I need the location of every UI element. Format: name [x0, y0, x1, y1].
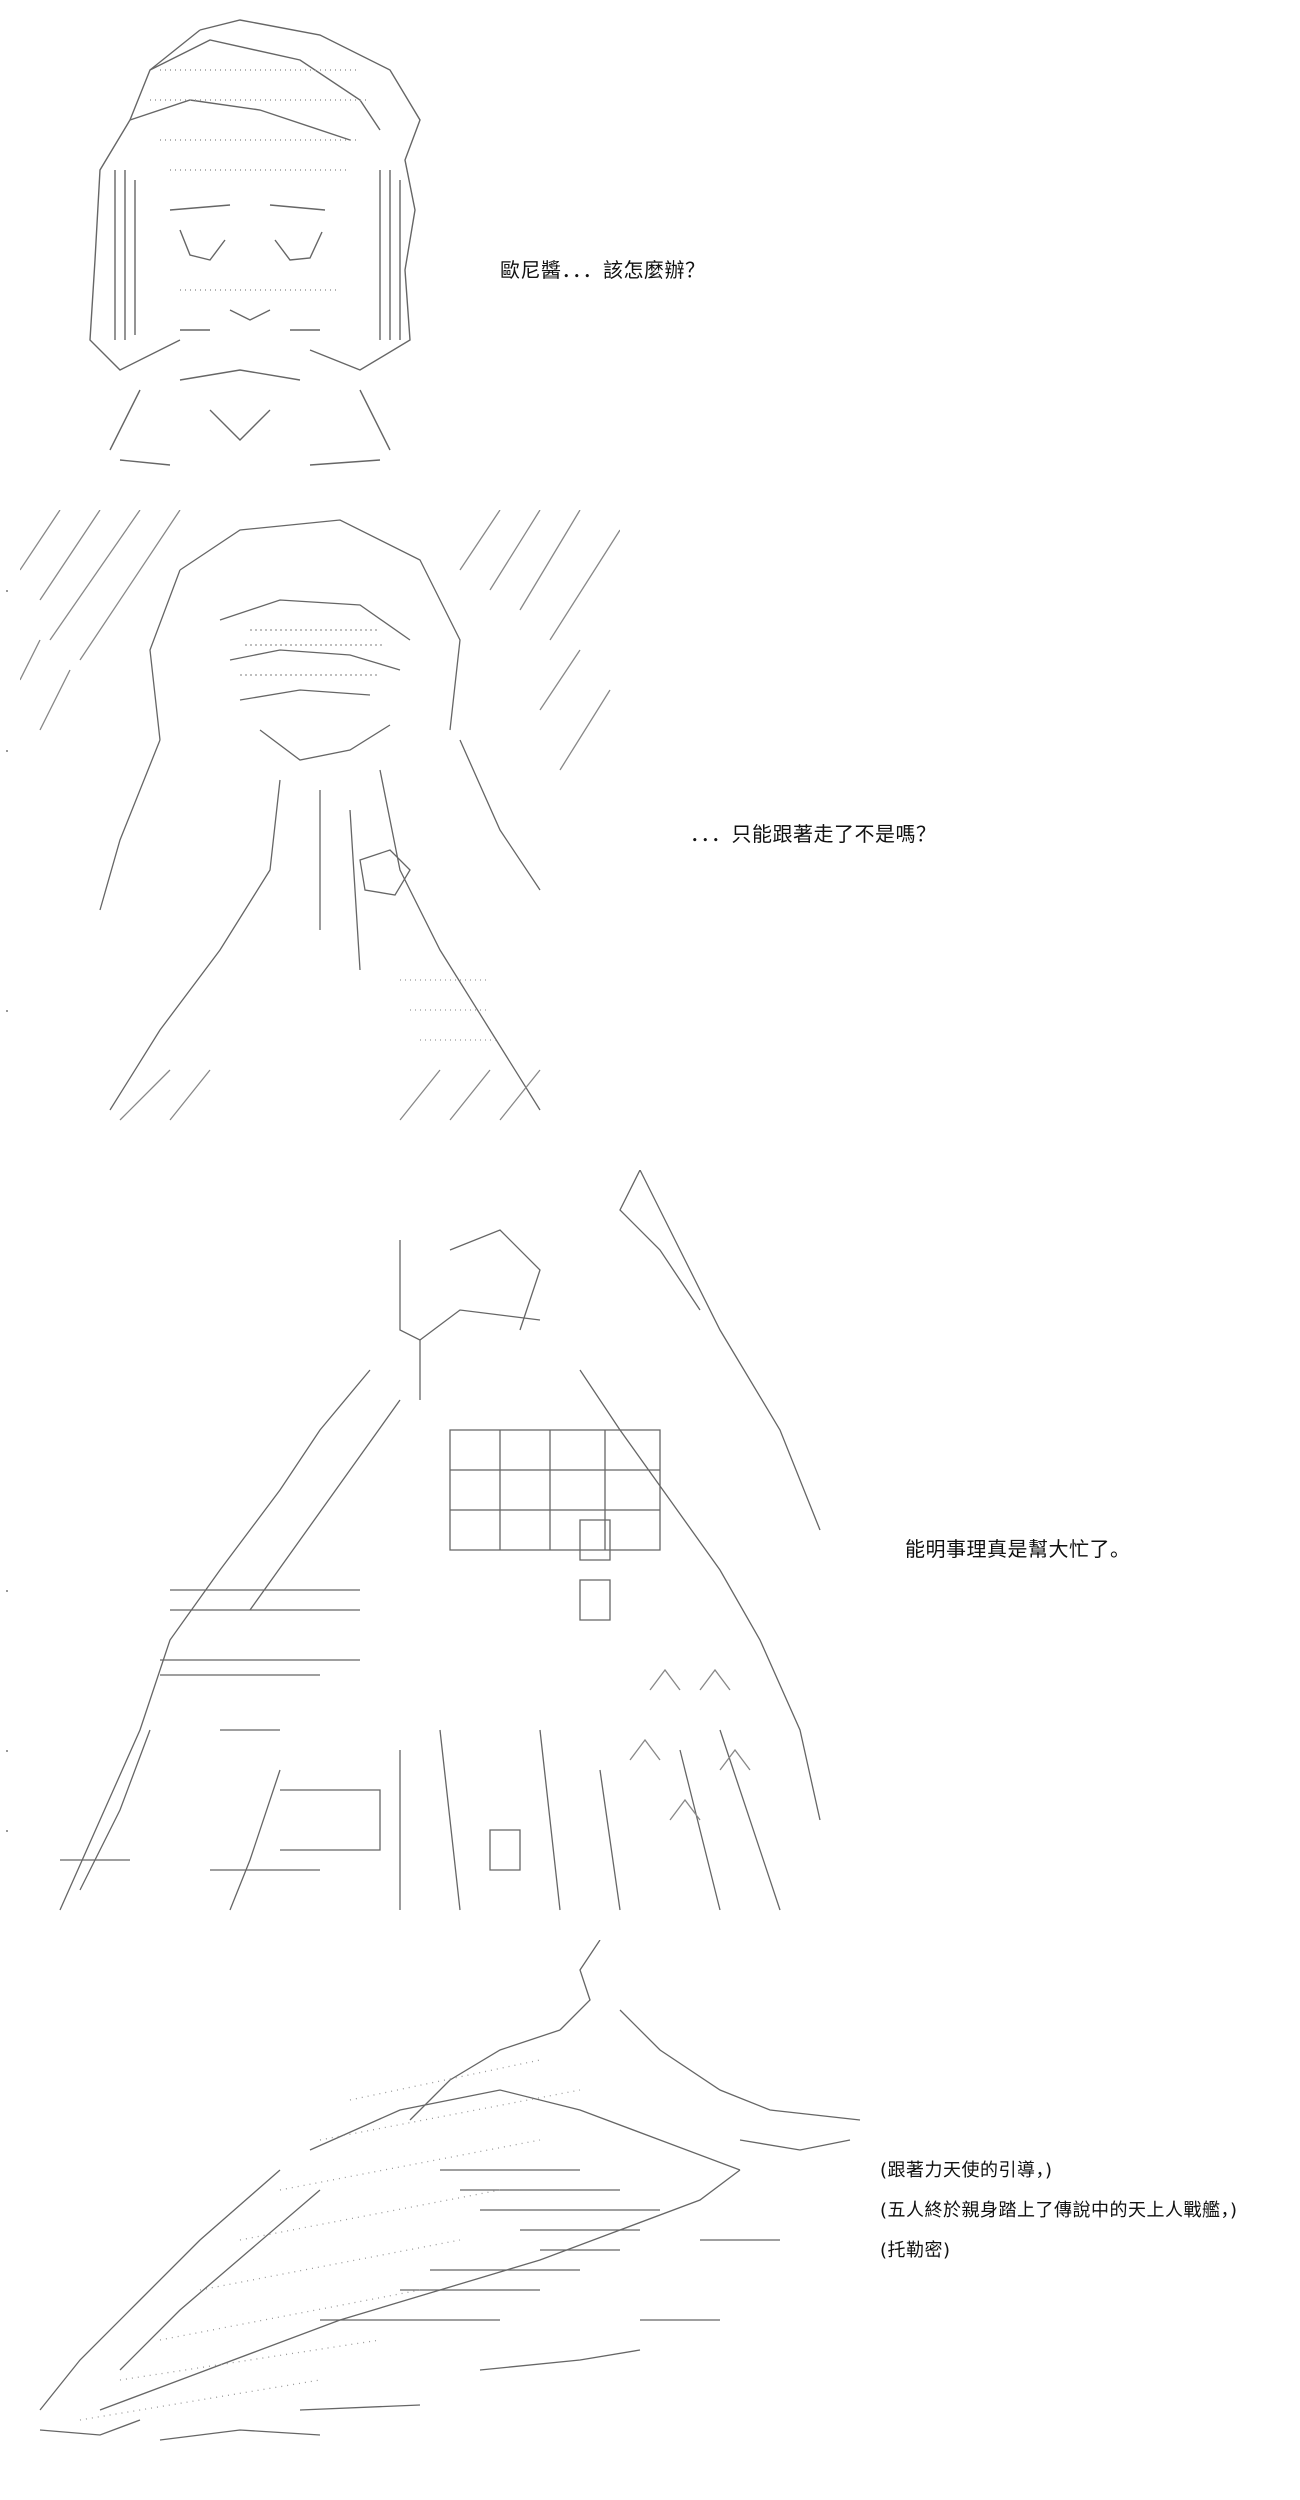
- narration-line: (托勒密): [880, 2240, 951, 2261]
- ascii-art-mechanical-structure: [20, 1170, 840, 1920]
- ascii-art-hooded-figure: [20, 510, 620, 1130]
- panel-flying-warship: (跟著力天使的引導，) (五人終於親身踏上了傳說中的天上人戰艦，) (托勒密): [0, 1930, 1300, 2490]
- narration-line: (跟著力天使的引導，): [880, 2160, 1053, 2181]
- narration-line: (五人終於親身踏上了傳說中的天上人戰艦，): [880, 2200, 1238, 2221]
- panel-girl-portrait: 歐尼醬．．．該怎麼辦？: [0, 0, 1300, 470]
- dialogue-line: ．．．只能跟著走了不是嗎？: [690, 822, 937, 846]
- panel-mechanical-structure: 能明事理真是幫大忙了。: [0, 1160, 1300, 1920]
- panel-hooded-figure: ．．．只能跟著走了不是嗎？: [0, 490, 1300, 1140]
- dialogue-line: 能明事理真是幫大忙了。: [905, 1537, 1131, 1561]
- dialogue-line: 歐尼醬．．．該怎麼辦？: [500, 258, 706, 282]
- ascii-art-flying-warship: [20, 1940, 880, 2460]
- ascii-art-girl-portrait: [60, 10, 440, 470]
